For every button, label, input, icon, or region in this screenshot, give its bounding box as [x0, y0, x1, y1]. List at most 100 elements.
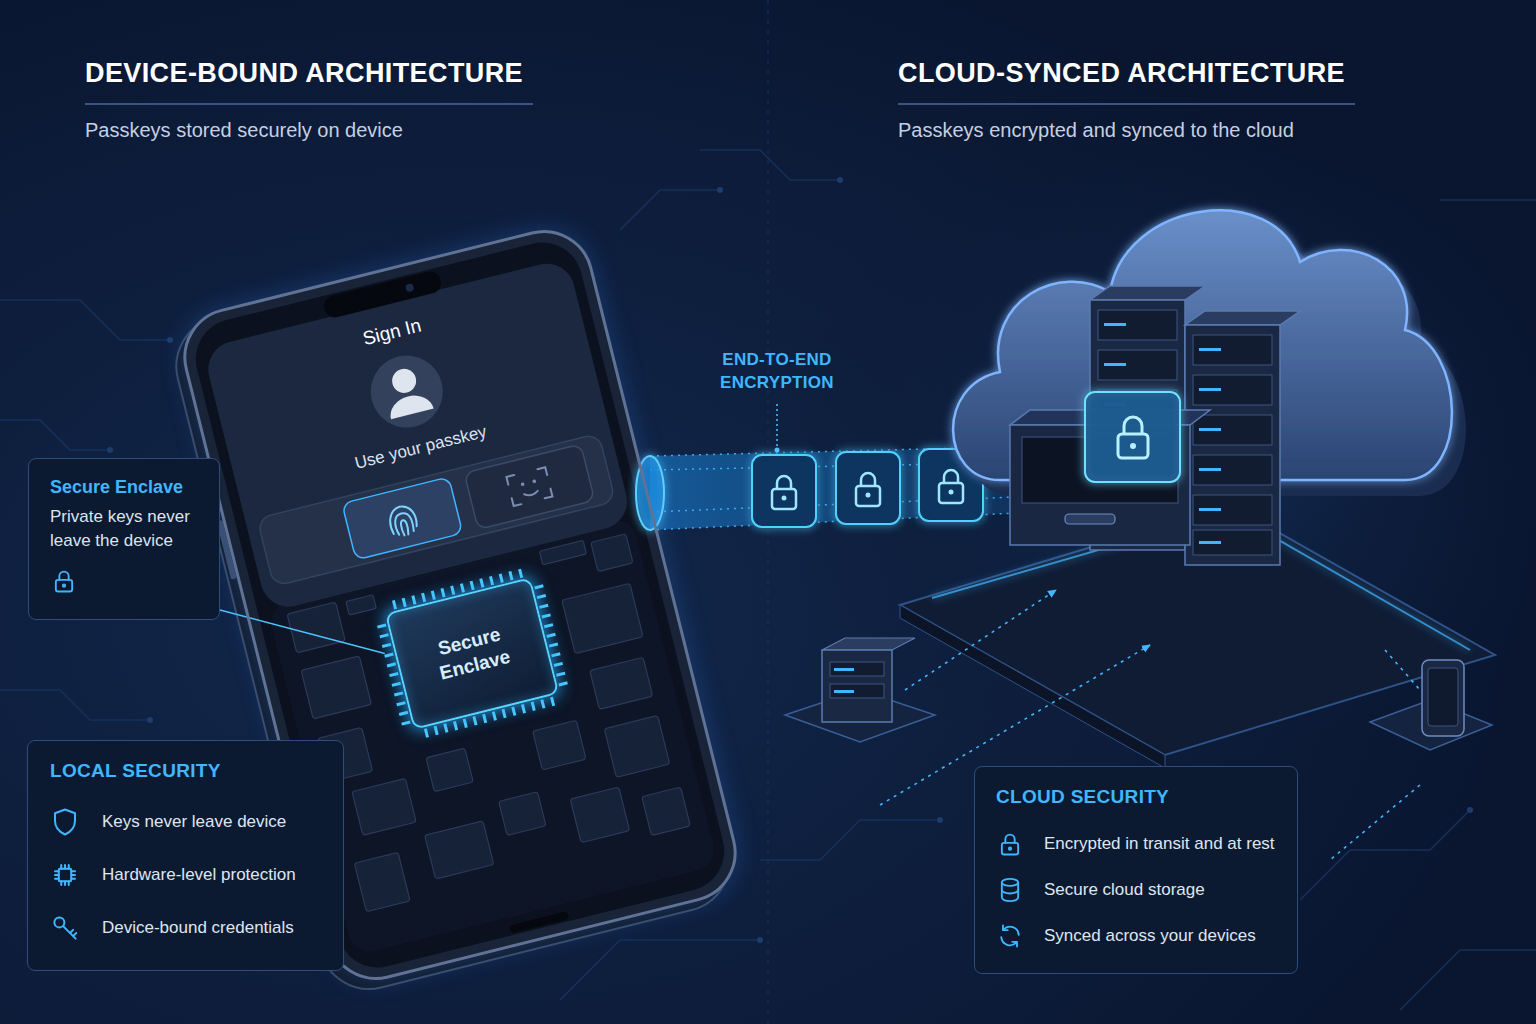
callout-box: Secure EnclavePrivate keys never leave t… [28, 458, 220, 620]
phone-illustration [539, 540, 586, 564]
list-row: Device-bound credentials [50, 901, 319, 954]
chip-pins [378, 570, 567, 737]
server-racks [1193, 335, 1272, 365]
encryption-pipe [777, 476, 791, 489]
server-racks [1104, 323, 1126, 326]
server-racks [1199, 468, 1221, 471]
list-row: Hardware-level protection [50, 848, 319, 901]
section-heading: DEVICE-BOUND ARCHITECTURE [85, 58, 523, 89]
phone-illustration [520, 482, 524, 486]
list-icon-holder [50, 860, 80, 890]
server-racks [1199, 388, 1221, 391]
circuit-nodes [757, 937, 763, 943]
phone-illustration [257, 433, 615, 586]
encryption-label: END-TO-END ENCRYPTION [707, 348, 847, 394]
list-icon [59, 868, 72, 881]
circuit-traces [620, 190, 720, 230]
list-item: Keys never leave device [102, 811, 286, 833]
list-icon [1002, 890, 1018, 894]
encryption-pipe [776, 404, 778, 448]
server-racks [1199, 428, 1221, 431]
lock-icon [59, 572, 68, 580]
phone-illustration [562, 583, 643, 653]
remote-phone [1422, 660, 1464, 736]
server-racks [1090, 286, 1205, 300]
encryption-pipe [866, 493, 871, 498]
encryption-pipe [782, 490, 954, 501]
encryption-pipe [772, 470, 963, 509]
list-icon-holder [996, 922, 1024, 950]
list-icon [1009, 848, 1011, 850]
server-racks [1199, 541, 1221, 544]
circuit-nodes [167, 337, 173, 343]
phone-illustration [533, 720, 586, 770]
phone-illustration [301, 656, 371, 719]
server-racks [1193, 375, 1272, 405]
server-racks [1104, 363, 1126, 366]
list-icon [50, 807, 80, 837]
server-racks [1185, 311, 1300, 325]
phone-illustration [464, 444, 594, 529]
phone-illustration [400, 520, 410, 536]
list-icon [50, 860, 80, 890]
phone-illustration [287, 602, 345, 653]
remote-server [830, 662, 884, 676]
list-row: Synced across your devices [996, 913, 1275, 959]
server-racks [1193, 415, 1272, 445]
storage-drawer [1010, 392, 1210, 545]
circuit-nodes [837, 177, 843, 183]
list-item: Secure cloud storage [1044, 879, 1205, 901]
phone-illustration [393, 511, 414, 535]
list-icon-holder [50, 807, 80, 837]
phone-illustration [570, 787, 629, 843]
circuit-nodes [147, 717, 153, 723]
list-row: Encrypted in transit and at rest [996, 821, 1275, 867]
phone-illustration [524, 491, 538, 497]
list-icon-holder [996, 830, 1024, 858]
circuit-traces [1440, 199, 1536, 201]
list-icon [996, 830, 1024, 858]
phone-illustration [509, 911, 569, 933]
circuit-nodes [1467, 807, 1473, 813]
list-icon [63, 926, 76, 939]
circuit-traces [0, 690, 150, 720]
remote-phone [1428, 668, 1458, 726]
phone-illustration [287, 530, 699, 913]
phone-illustration [342, 477, 463, 560]
phone-illustration [590, 657, 653, 709]
phone-illustration [506, 467, 552, 506]
sync-arrows [1330, 785, 1420, 860]
storage-drawer [1118, 434, 1148, 458]
phone-illustration [322, 269, 444, 319]
cloud-platform [900, 505, 1495, 755]
lock-icon [56, 580, 72, 592]
remote-server [830, 684, 884, 698]
encryption-pipe [775, 448, 780, 453]
circuit-traces [0, 420, 110, 450]
phone-illustration [352, 778, 416, 835]
sync-arrows [905, 590, 1056, 690]
phone-illustration [390, 366, 419, 395]
remote-server [822, 638, 915, 650]
encryption-pipe [944, 470, 958, 483]
remote-server [822, 650, 892, 722]
callout-body: Private keys never leave the device [50, 505, 201, 553]
encryption-pipe [939, 483, 963, 503]
server-racks [1098, 310, 1177, 340]
screen-prompt: Use your passkey [217, 387, 624, 509]
list-item: Encrypted in transit and at rest [1044, 833, 1275, 855]
phone-illustration [499, 792, 546, 836]
storage-drawer [1085, 392, 1180, 482]
list-heading: CLOUD SECURITY [996, 785, 1275, 809]
list-icon [1002, 879, 1018, 886]
encryption-pipe [861, 473, 875, 486]
remote-server [834, 690, 854, 693]
list-icon [1002, 882, 1018, 901]
phone-illustration [426, 748, 473, 792]
server-racks [1185, 325, 1280, 565]
circuit-nodes [717, 187, 723, 193]
lock-icon [63, 585, 65, 587]
encryption-pipe [752, 455, 816, 527]
circuit-traces [1400, 950, 1536, 1010]
list-row: Keys never leave device [50, 795, 319, 848]
